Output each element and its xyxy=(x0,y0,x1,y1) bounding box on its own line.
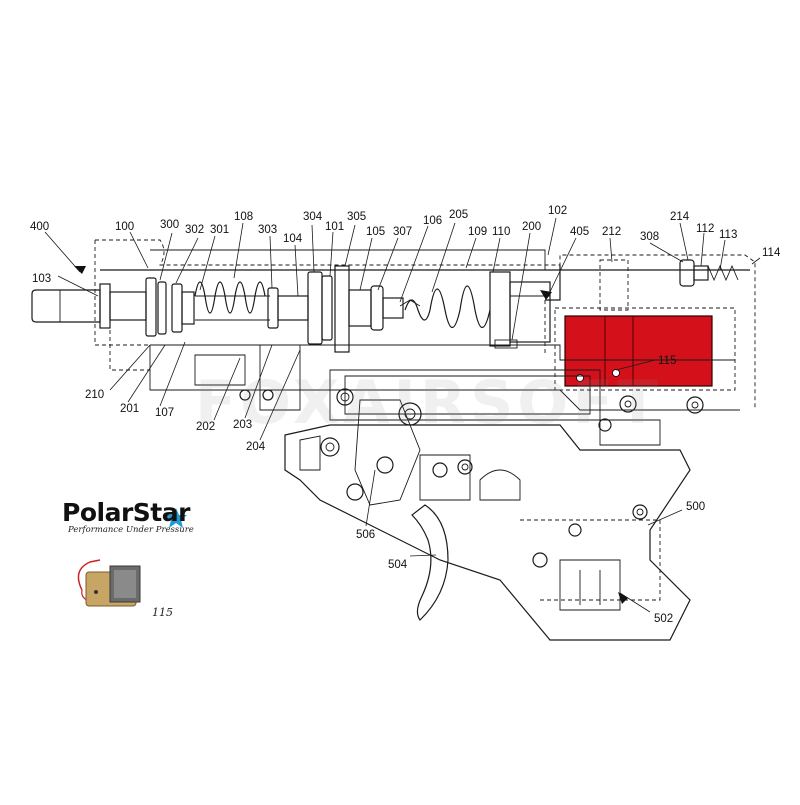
leader-lines xyxy=(44,217,761,613)
label-302: 302 xyxy=(185,224,204,236)
part-labels: 400 103 100 300 302 301 108 303 104 304 … xyxy=(30,205,781,625)
label-100: 100 xyxy=(115,221,134,233)
label-103: 103 xyxy=(32,273,51,285)
label-214: 214 xyxy=(670,211,690,223)
arrow-405 xyxy=(540,290,552,300)
arrow-400 xyxy=(74,266,86,274)
center-shaft xyxy=(267,265,404,353)
watermark: FOXAIRSOFT xyxy=(195,368,663,438)
label-105: 105 xyxy=(366,226,385,238)
label-115-callout: 115 xyxy=(658,355,676,367)
label-504: 504 xyxy=(388,559,408,571)
label-107: 107 xyxy=(155,407,174,419)
rear-valve xyxy=(599,259,739,311)
fasteners xyxy=(239,388,704,568)
brand-tagline: Performance Under Pressure xyxy=(68,525,194,535)
label-108: 108 xyxy=(234,211,253,223)
label-305: 305 xyxy=(347,211,366,223)
lever-506 xyxy=(354,399,421,506)
label-201: 201 xyxy=(120,403,139,415)
label-405: 405 xyxy=(570,226,589,238)
label-200: 200 xyxy=(522,221,541,233)
label-106: 106 xyxy=(423,215,442,227)
label-203: 203 xyxy=(233,419,252,431)
label-212: 212 xyxy=(602,226,621,238)
label-112: 112 xyxy=(696,223,714,235)
label-101: 101 xyxy=(325,221,344,233)
label-204: 204 xyxy=(246,441,266,453)
label-210: 210 xyxy=(85,389,104,401)
arrow-502 xyxy=(618,592,628,604)
label-502: 502 xyxy=(654,613,673,625)
label-202: 202 xyxy=(196,421,215,433)
star-icon xyxy=(165,508,187,528)
label-303: 303 xyxy=(258,224,277,236)
label-114: 114 xyxy=(762,247,781,259)
highlighted-part-115 xyxy=(554,307,736,391)
brand-name: PolarStar xyxy=(62,498,190,527)
trigger-504 xyxy=(411,504,449,621)
spring-108 xyxy=(194,281,266,314)
label-307: 307 xyxy=(393,226,412,238)
label-104: 104 xyxy=(283,233,303,245)
seal-rings-front xyxy=(145,277,195,337)
label-113: 113 xyxy=(719,229,737,241)
spring-109 xyxy=(404,285,491,329)
label-110: 110 xyxy=(492,226,510,238)
label-400: 400 xyxy=(30,221,49,233)
label-109: 109 xyxy=(468,226,487,238)
label-205: 205 xyxy=(449,209,468,221)
brand-logo: PolarStar Performance Under Pressure xyxy=(62,498,242,535)
label-102: 102 xyxy=(548,205,567,217)
label-301: 301 xyxy=(210,224,229,236)
part-photo-caption: 115 xyxy=(152,606,173,619)
label-308: 308 xyxy=(640,231,659,243)
label-304: 304 xyxy=(303,211,323,223)
label-506: 506 xyxy=(356,529,375,541)
part-photo-115 xyxy=(77,559,141,607)
label-500: 500 xyxy=(686,501,705,513)
label-300: 300 xyxy=(160,219,179,231)
piston-block xyxy=(489,271,551,349)
front-nozzle xyxy=(31,283,147,329)
